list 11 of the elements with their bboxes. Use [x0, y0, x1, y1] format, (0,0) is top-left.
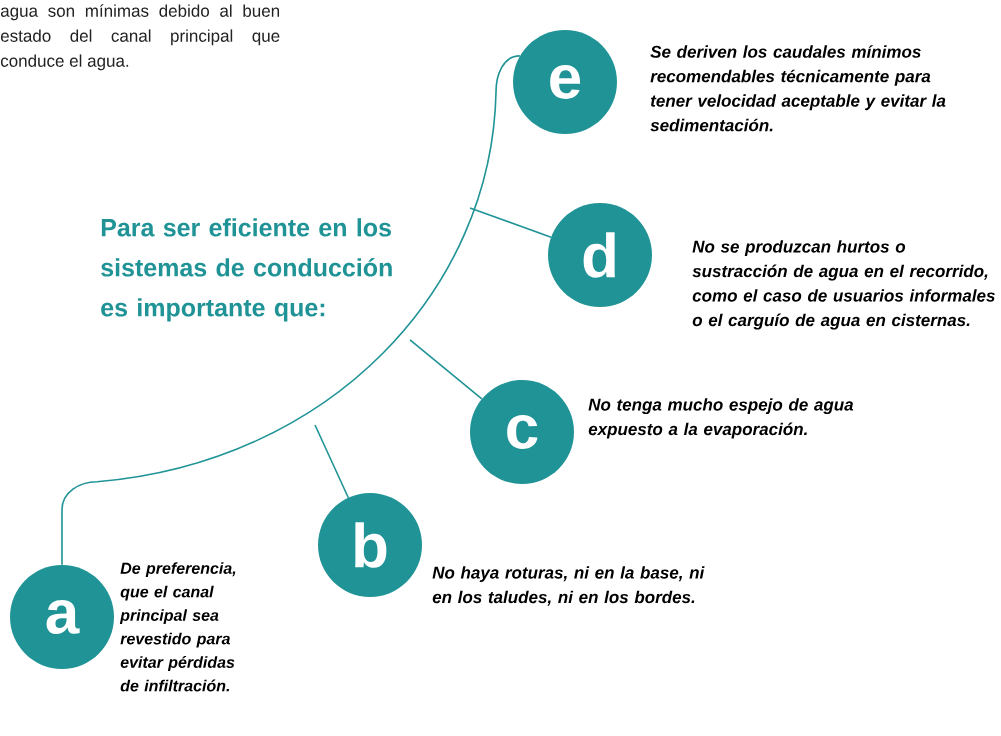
description-text: No haya roturas, ni en la base, ni en los taludes, ni en los bordes. [432, 566, 705, 606]
curved-line [61, 55, 521, 566]
description-text: No tenga mucho espejo de agua expuesto a la evaporación. [588, 398, 854, 439]
paragraph: agua son mínimas debido al buen estado del canal principal que conduce el agua. [0, 4, 280, 71]
description-text: No se produzcan hurtos o sustracción de agua en el recorrido, como el caso de usuarios informales o el carguío de agua en cisternas. [692, 240, 995, 330]
heading: Para ser eficiente en los sistemas de conducción es importante que: [101, 218, 392, 322]
branch-line [409, 339, 483, 400]
description-text: Se deriven los caudales mínimos recomendables técnicamente para tener velocidad aceptable y evitar la sedimentación. [650, 45, 946, 132]
description-text: De preferencia, que el canal principal sea revestido para evitar pérdidas de infiltración. [119, 562, 236, 692]
branch-line [314, 424, 350, 499]
branch-line [469, 207, 552, 239]
